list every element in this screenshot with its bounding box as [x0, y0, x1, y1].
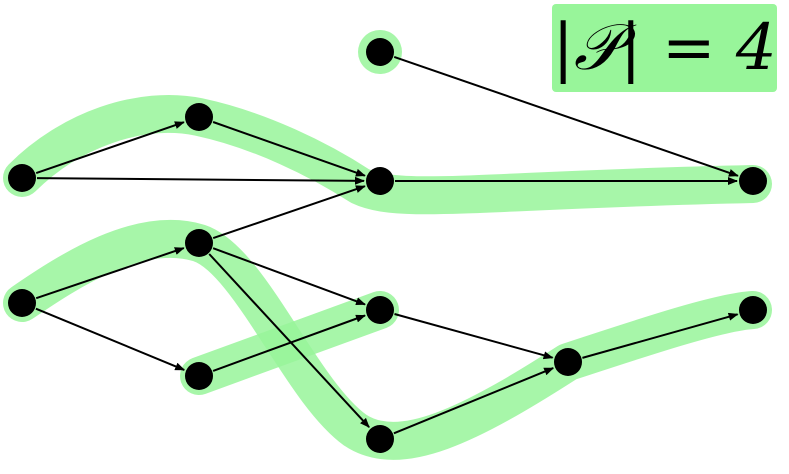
edge-h-i — [212, 314, 366, 372]
edge-b-e — [393, 55, 739, 177]
edge-f-h — [35, 307, 186, 371]
node-j — [554, 348, 582, 376]
edge-c-d — [212, 121, 366, 177]
edge-g-i — [212, 247, 366, 306]
edge-f-g — [35, 247, 185, 300]
node-layer — [8, 38, 767, 453]
node-a — [8, 164, 36, 192]
edge-j-l — [582, 312, 739, 359]
node-c — [185, 103, 213, 131]
edge-g-d — [212, 185, 366, 240]
path-highlight-a-c-d-e — [3, 95, 772, 215]
path-count-label: |𝒫| = 4 — [552, 4, 777, 92]
path-count-text: |𝒫| = 4 — [552, 11, 777, 85]
node-d — [366, 167, 394, 195]
edge-g-k — [208, 253, 370, 428]
node-l — [739, 296, 767, 324]
edge-a-c — [35, 121, 185, 175]
node-k — [366, 425, 394, 453]
edge-layer — [35, 55, 739, 435]
node-h — [185, 362, 213, 390]
node-g — [185, 229, 213, 257]
path-highlight-f-g-k-j-l — [3, 219, 772, 460]
node-i — [366, 296, 394, 324]
node-e — [739, 167, 767, 195]
node-f — [8, 289, 36, 317]
node-b — [366, 38, 394, 66]
edge-k-j — [393, 367, 555, 435]
edge-i-j — [394, 313, 554, 360]
edge-a-d — [36, 176, 365, 185]
